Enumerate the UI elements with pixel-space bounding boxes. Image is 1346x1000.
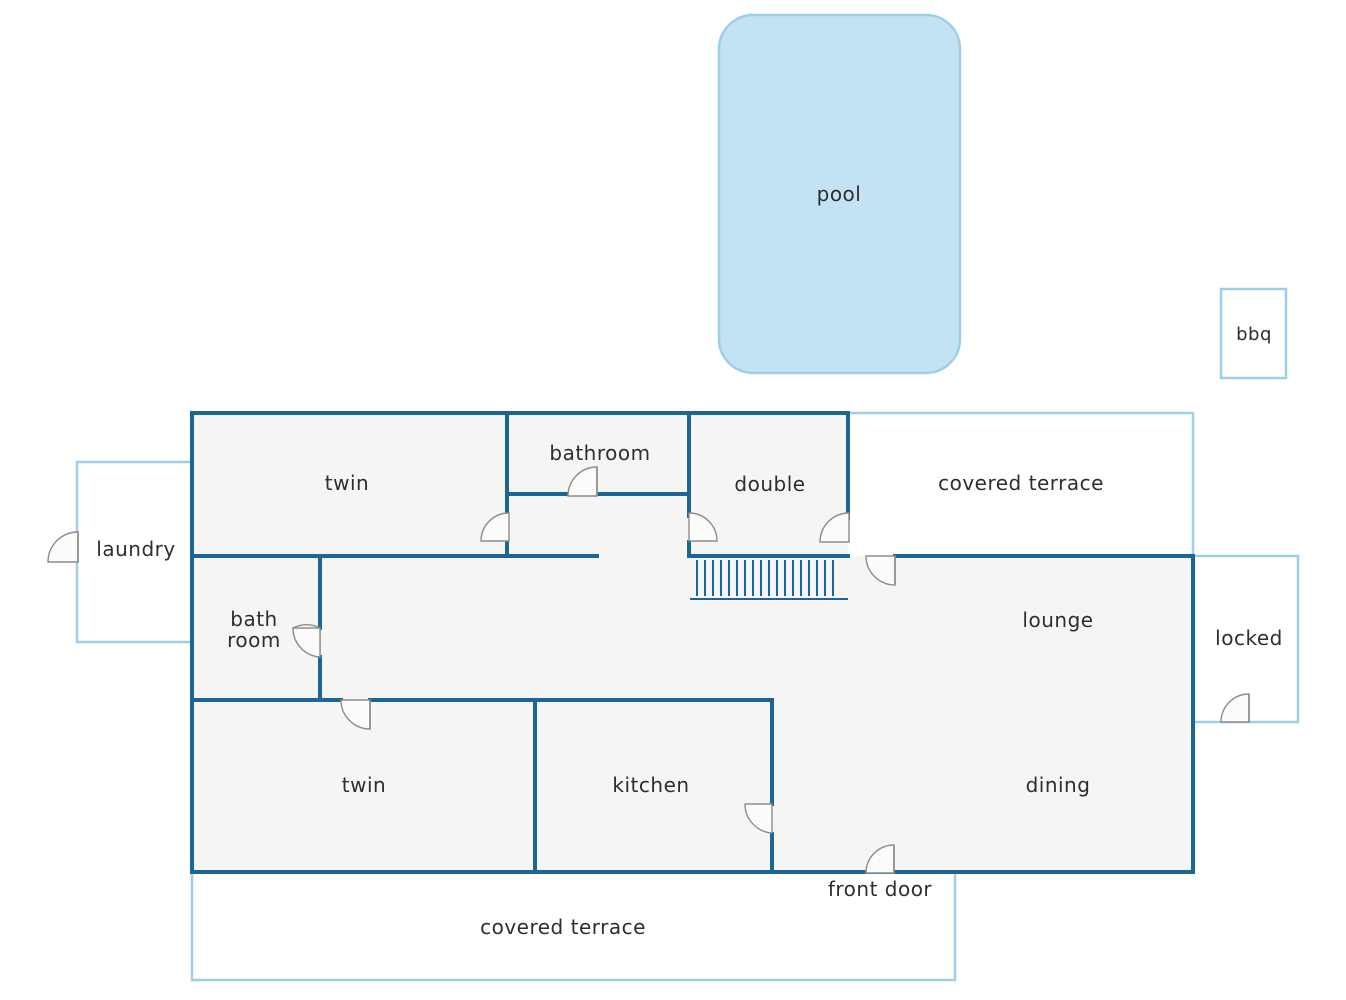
house-interior xyxy=(192,413,1193,872)
bbq-label: bbq xyxy=(1236,324,1272,345)
double-label: double xyxy=(734,472,805,496)
kitchen-label: kitchen xyxy=(612,773,689,797)
covered-terrace-bottom-label: covered terrace xyxy=(480,915,646,939)
bath-room-label-line1: bath xyxy=(230,607,277,631)
bbq-area xyxy=(1219,287,1288,380)
staircase xyxy=(690,560,848,600)
covered-terrace-top-label: covered terrace xyxy=(938,471,1104,495)
bathroom-top-label: bathroom xyxy=(549,441,650,465)
dining-label: dining xyxy=(1026,773,1091,797)
locked-label: locked xyxy=(1215,626,1283,650)
lounge-label: lounge xyxy=(1022,608,1093,632)
covered-terrace-top-outline xyxy=(848,411,1195,556)
covered-terrace-bottom-outline xyxy=(190,873,957,982)
twin-top-label: twin xyxy=(325,471,369,495)
pool-label: pool xyxy=(817,182,862,206)
bath-room-label-line2: room xyxy=(227,628,281,652)
laundry-label: laundry xyxy=(96,537,175,561)
pool-area xyxy=(717,13,962,375)
walls xyxy=(190,411,1195,874)
doors xyxy=(47,466,1250,874)
front-door-label: front door xyxy=(828,877,933,901)
twin-bottom-label: twin xyxy=(342,773,386,797)
